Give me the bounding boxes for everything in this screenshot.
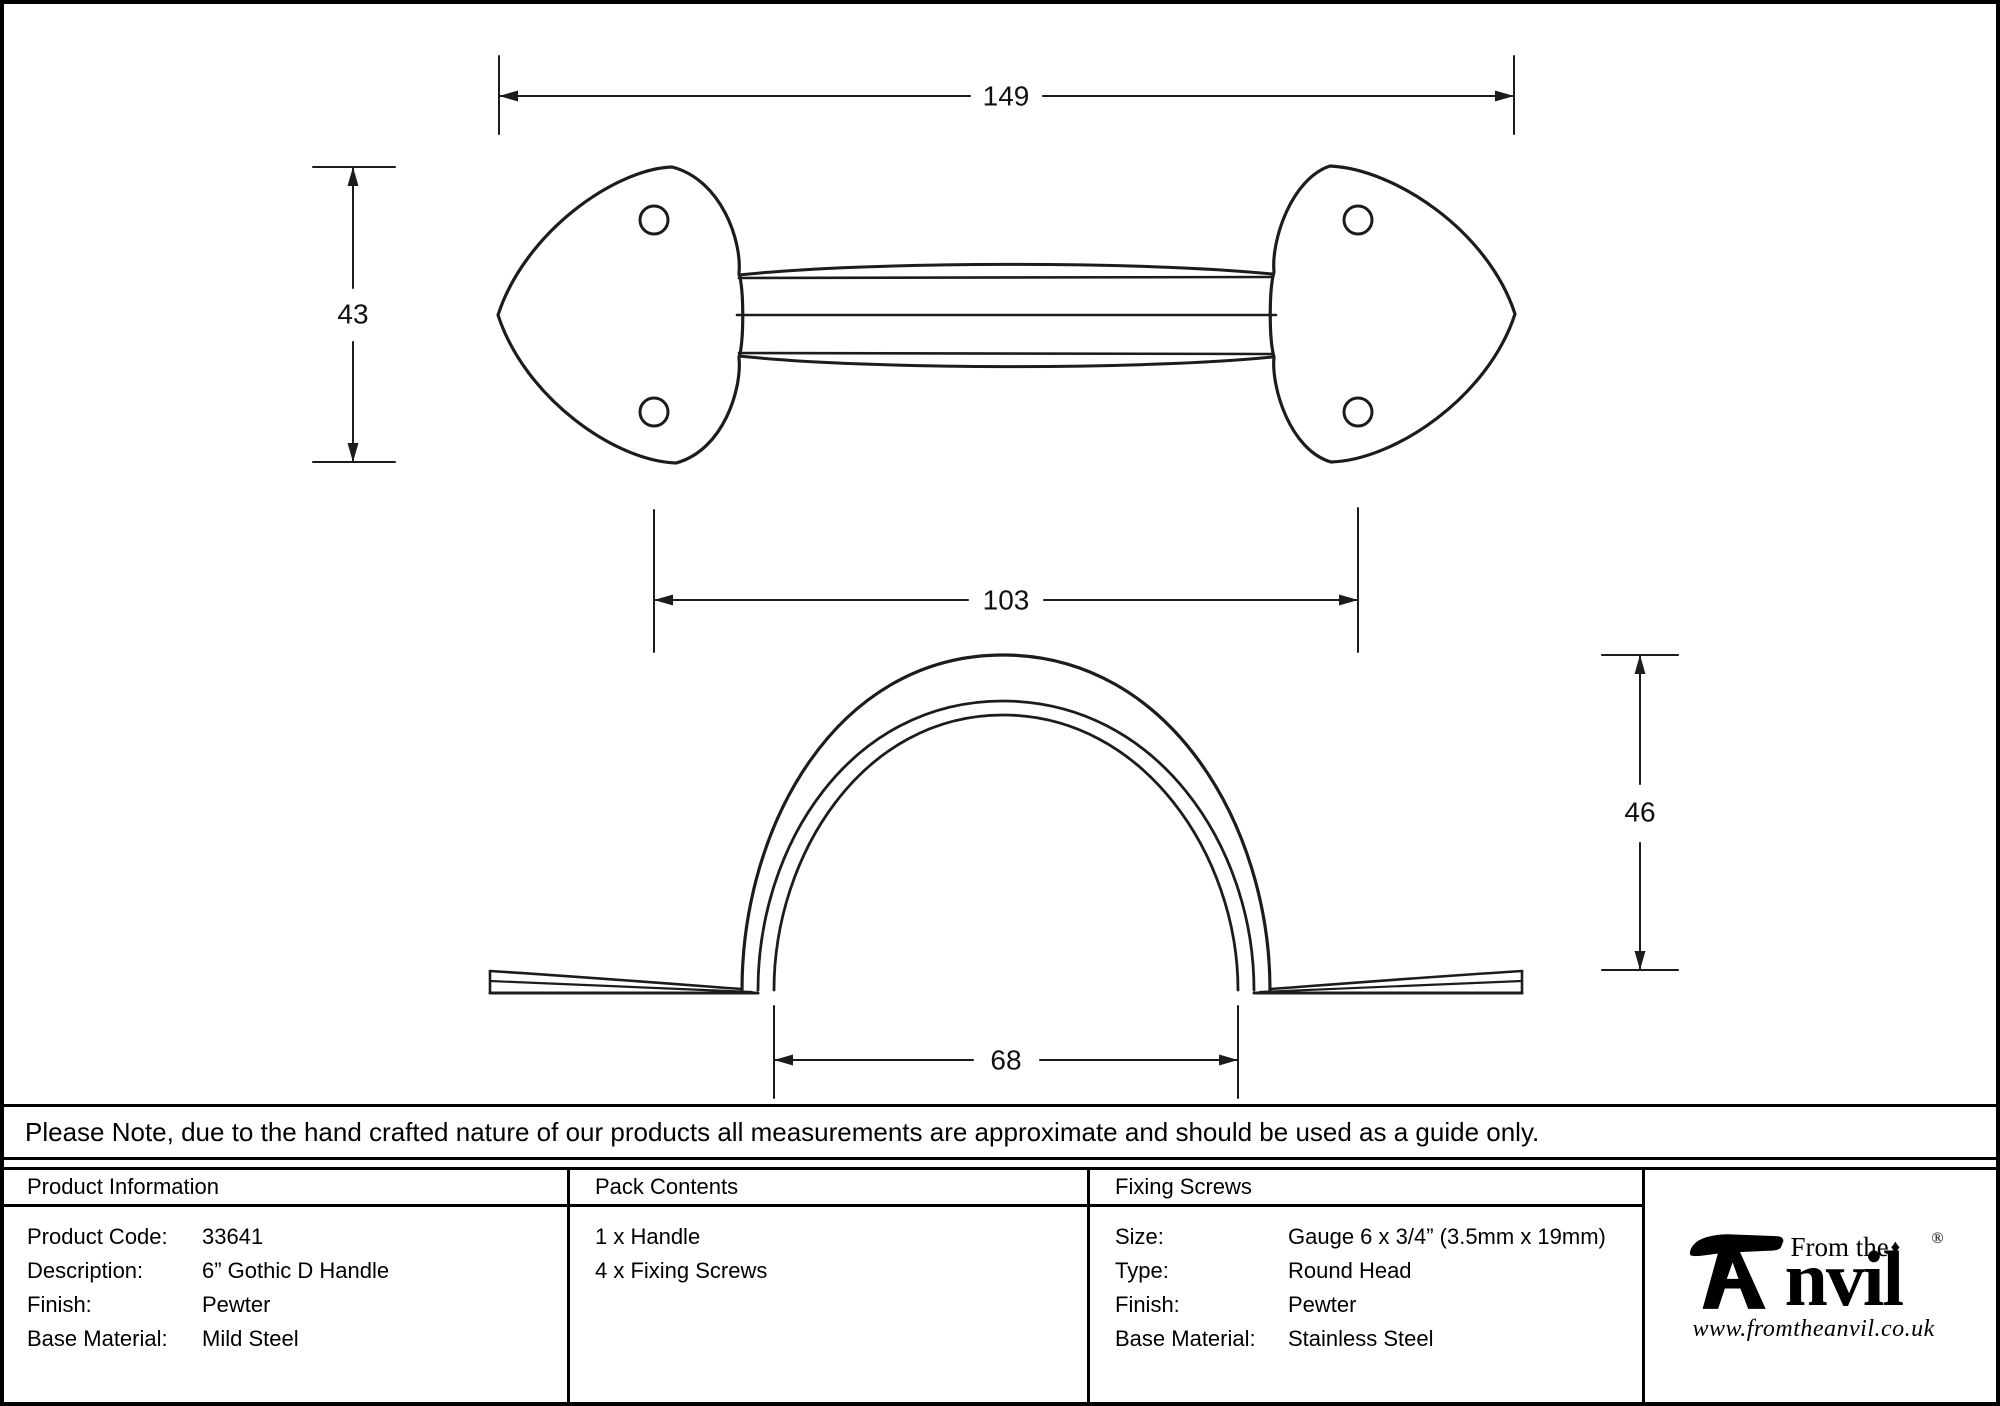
plan-view bbox=[496, 164, 1517, 465]
dimension-arch-inner-width: 68 bbox=[773, 1005, 1239, 1099]
pack-item: 4 x Fixing Screws bbox=[595, 1258, 768, 1283]
spec-label: Base Material: bbox=[27, 1326, 168, 1351]
fixing-screws-body: Size: Gauge 6 x 3/4” (3.5mm x 19mm) Type:… bbox=[1090, 1207, 1645, 1402]
product-information-header: Product Information bbox=[0, 1170, 570, 1207]
screw-hole bbox=[1342, 396, 1374, 428]
dimension-value: 46 bbox=[1624, 797, 1655, 828]
arrowhead-down bbox=[1634, 951, 1646, 970]
spec-value: 33641 bbox=[202, 1224, 264, 1249]
spec-value: Gauge 6 x 3/4” (3.5mm x 19mm) bbox=[1288, 1224, 1606, 1249]
screw-hole bbox=[638, 396, 670, 428]
pack-contents-header: Pack Contents bbox=[570, 1170, 1090, 1207]
grip-bottom-edge bbox=[737, 351, 1274, 356]
dimension-value: 149 bbox=[983, 81, 1030, 112]
screw-hole bbox=[1342, 204, 1374, 236]
from-the-anvil-logo: From the ♦ nvil ® www.fromtheanvil.co.uk bbox=[1689, 1230, 1957, 1342]
right-foot-top-edge bbox=[1269, 969, 1524, 991]
spec-row: Finish: Pewter bbox=[1115, 1288, 1642, 1322]
arrowhead-right bbox=[1495, 90, 1514, 102]
column-title: Product Information bbox=[27, 1174, 219, 1199]
note-band: Please Note, due to the hand crafted nat… bbox=[0, 1104, 2000, 1160]
dimension-value: 43 bbox=[337, 299, 368, 330]
side-view bbox=[488, 653, 1524, 995]
logo-website: www.fromtheanvil.co.uk bbox=[1692, 1316, 1935, 1342]
logo-wordmark: nvil bbox=[1784, 1235, 1905, 1322]
column-title: Fixing Screws bbox=[1115, 1174, 1252, 1199]
arch-middle-curve bbox=[756, 699, 1256, 992]
fixing-screws-header: Fixing Screws bbox=[1090, 1170, 1645, 1207]
dimension-value: 103 bbox=[983, 585, 1030, 616]
spec-row: Base Material: Stainless Steel bbox=[1115, 1322, 1642, 1356]
spec-row: Type: Round Head bbox=[1115, 1254, 1642, 1288]
spec-value: Mild Steel bbox=[202, 1326, 299, 1351]
arch-outer-curve bbox=[740, 653, 1272, 992]
spec-label: Finish: bbox=[27, 1292, 92, 1317]
arrowhead-up bbox=[347, 167, 359, 186]
grip-bottom-swell bbox=[737, 354, 1274, 369]
spec-label: Description: bbox=[27, 1258, 144, 1283]
spec-value: Stainless Steel bbox=[1288, 1326, 1434, 1351]
spec-label: Size: bbox=[1115, 1224, 1164, 1249]
grip-top-swell bbox=[737, 262, 1274, 277]
spec-table: Product Information Pack Contents Fixing… bbox=[0, 1167, 2000, 1402]
spec-label: Product Code: bbox=[27, 1224, 168, 1249]
note-text: Please Note, due to the hand crafted nat… bbox=[25, 1117, 1540, 1147]
dimension-arch-height: 46 bbox=[1601, 654, 1679, 971]
spec-label: Type: bbox=[1115, 1258, 1169, 1283]
arch-inner-curve bbox=[772, 713, 1240, 992]
arrowhead-up bbox=[1634, 655, 1646, 674]
brand-logo-cell: From the ♦ nvil ® www.fromtheanvil.co.uk bbox=[1645, 1170, 2000, 1402]
spec-value: Pewter bbox=[1288, 1292, 1357, 1317]
dimension-hole-spacing: 103 bbox=[653, 507, 1359, 653]
spec-row: Description: 6” Gothic D Handle bbox=[27, 1254, 567, 1288]
spec-row: Size: Gauge 6 x 3/4” (3.5mm x 19mm) bbox=[1115, 1220, 1642, 1254]
left-end-plate-outline bbox=[496, 165, 745, 465]
arrowhead-right bbox=[1339, 594, 1358, 606]
arrowhead-down bbox=[347, 443, 359, 462]
diamond-icon: ♦ bbox=[1890, 1237, 1901, 1258]
left-foot-top-edge bbox=[488, 969, 743, 991]
column-title: Pack Contents bbox=[595, 1174, 739, 1199]
right-end-plate-outline bbox=[1268, 164, 1517, 464]
right-foot-inner-edge bbox=[1258, 979, 1524, 994]
dimension-plate-height: 43 bbox=[312, 166, 396, 463]
dimension-overall-length: 149 bbox=[498, 55, 1515, 135]
spec-row: Finish: Pewter bbox=[27, 1288, 567, 1322]
product-information-body: Product Code: 33641 Description: 6” Gothic… bbox=[0, 1207, 570, 1402]
arrowhead-right bbox=[1219, 1054, 1238, 1066]
pack-contents-body: 1 x Handle 4 x Fixing Screws bbox=[570, 1207, 1090, 1402]
spec-label: Base Material: bbox=[1115, 1326, 1256, 1351]
logo-tagline: From the bbox=[1790, 1232, 1889, 1262]
dimension-value: 68 bbox=[990, 1045, 1021, 1076]
pack-item: 1 x Handle bbox=[595, 1224, 701, 1249]
spec-value: Pewter bbox=[202, 1292, 271, 1317]
grip-top-edge bbox=[737, 275, 1274, 280]
screw-hole bbox=[638, 204, 670, 236]
arrowhead-left bbox=[654, 594, 673, 606]
spec-row: Product Code: 33641 bbox=[27, 1220, 567, 1254]
spec-row: Base Material: Mild Steel bbox=[27, 1322, 567, 1356]
anvil-logo-icon bbox=[1689, 1234, 1783, 1309]
spec-label: Finish: bbox=[1115, 1292, 1180, 1317]
spec-value: 6” Gothic D Handle bbox=[202, 1258, 390, 1283]
spec-value: Round Head bbox=[1288, 1258, 1412, 1283]
left-foot-inner-edge bbox=[488, 979, 754, 994]
arrowhead-left bbox=[499, 90, 518, 102]
arrowhead-left bbox=[774, 1054, 793, 1066]
registered-mark: ® bbox=[1931, 1230, 1944, 1247]
